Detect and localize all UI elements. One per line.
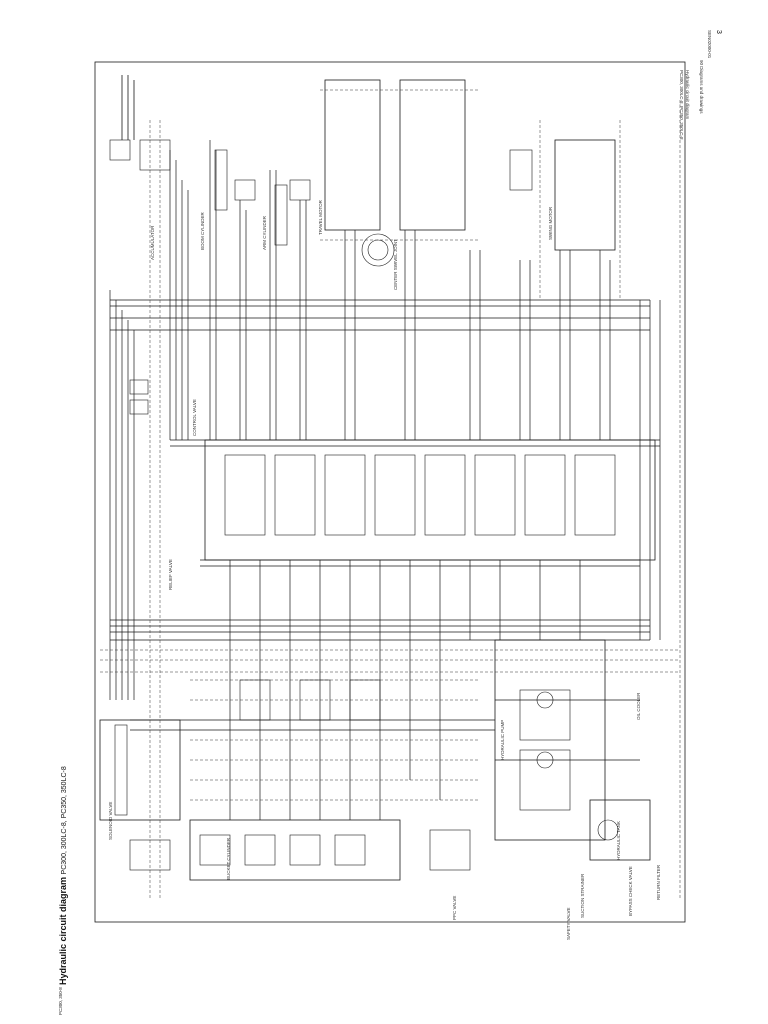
section-label: 90 Diagrams and drawings	[699, 60, 704, 114]
label-oil-cooler: OIL COOLER	[636, 692, 641, 720]
travel-motor-right	[399, 79, 466, 231]
label-swing-motor: SWING MOTOR	[548, 206, 553, 240]
travel-motor-left	[324, 79, 381, 231]
label-solenoid-valve: SOLENOID VALVE	[108, 801, 113, 840]
page-number: 3	[715, 30, 722, 34]
label-bucket-cylinder: BUCKET CYLINDER	[226, 837, 231, 880]
diagram-border	[94, 61, 686, 923]
label-accumulator: ACCUMULATOR	[150, 225, 155, 260]
label-boom-cylinder: BOOM CYLINDER	[200, 212, 205, 250]
label-hydraulic-pump: HYDRAULIC PUMP	[500, 719, 505, 760]
label-hydraulic-tank: HYDRAULIC TANK	[616, 821, 621, 860]
tank-block	[589, 799, 651, 861]
doc-code: SEN02000-01	[707, 30, 712, 59]
diagram-title: Hydraulic circuit diagram PC300, 300LC-8…	[58, 766, 68, 985]
label-return-filter: RETURN FILTER	[656, 864, 661, 900]
label-control-valve: CONTROL VALVE	[192, 399, 197, 436]
title-text: Hydraulic circuit diagram	[58, 876, 68, 985]
label-ppc-valve: PPC VALVE	[452, 895, 457, 920]
label-arm-cylinder: ARM CYLINDER	[262, 215, 267, 250]
label-bypass-check: BYPASS CHECK VALVE	[628, 866, 633, 916]
label-travel-motor: TRAVEL MOTOR	[318, 200, 323, 235]
label-suction-strainer: SUCTION STRAINER	[580, 873, 585, 918]
top-caption: Hydraulic circuit diagram	[685, 70, 690, 119]
label-relief-valve: RELIEF VALVE	[168, 559, 173, 590]
top-caption-models: PC300, 300LC-8, PC350, 350LC-8	[679, 70, 684, 140]
ppc-valve-block	[189, 819, 401, 881]
control-valve-block	[204, 439, 656, 561]
label-safety-valve: SAFETY VALVE	[566, 907, 571, 940]
caption-text: Hydraulic circuit diagram	[685, 70, 690, 120]
label-swivel-joint: CENTER SWIVEL JOINT	[393, 239, 398, 290]
swing-motor-block	[554, 139, 616, 251]
title-models: PC300, 300LC-8, PC350, 350LC-8	[61, 766, 68, 875]
footer-code: PC300, 350-8	[58, 987, 63, 1015]
